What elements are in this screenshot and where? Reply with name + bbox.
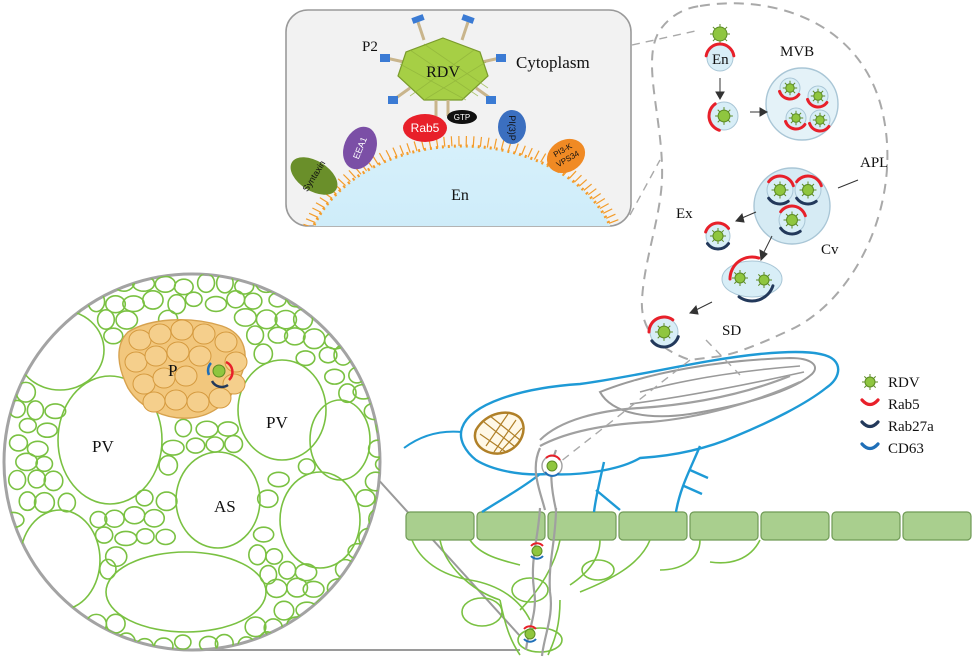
label-p2: P2	[362, 39, 378, 55]
syntaxin-protein: Syntaxin	[290, 157, 338, 195]
multivesicular-body	[765, 67, 839, 141]
insect-leg-3	[674, 445, 709, 513]
leaf-underside-cells	[411, 539, 761, 656]
label-cytoplasm: Cytoplasm	[516, 53, 590, 72]
insect-wing	[598, 356, 817, 418]
cv-vesicle	[721, 255, 783, 303]
legend-item-rab27a: Rab27a	[860, 419, 934, 435]
leaf-cross-section: P PV PV AS	[2, 272, 382, 652]
rdv-particle	[380, 14, 506, 116]
pi3k-protein: PI3-K VPS34	[546, 138, 586, 174]
label-ex: Ex	[676, 206, 693, 222]
salivary-gland	[473, 411, 525, 455]
exocytic-vesicle	[704, 221, 731, 251]
label-p: P	[168, 361, 177, 380]
endosome-membrane	[302, 144, 622, 226]
label-en-pathway: En	[712, 52, 729, 68]
pi3p-lipid: PI(3)P	[498, 110, 526, 144]
phloem-virus-marker	[206, 360, 234, 389]
insect-gut	[534, 374, 801, 511]
pathway-arrows	[689, 78, 859, 315]
legend-swatch	[860, 420, 880, 429]
legend-swatch	[860, 442, 880, 451]
virus-in-stylet-1	[530, 542, 544, 560]
insect-leg-2	[592, 461, 621, 513]
insect-body-outline	[459, 350, 840, 476]
legend-label: Rab5	[888, 397, 920, 413]
label-pv-left: PV	[92, 437, 114, 456]
pathway-balloon	[559, 2, 889, 463]
label-sd: SD	[722, 323, 741, 339]
label-rdv-inset: RDV	[426, 64, 460, 81]
label-gtp: GTP	[454, 113, 470, 122]
legend-item-rab5: Rab5	[860, 397, 920, 413]
virus-in-insect	[541, 454, 563, 477]
legend-label: RDV	[888, 375, 920, 391]
leaf-epidermis-cells	[405, 511, 972, 541]
eea1-protein: EEA1	[343, 126, 377, 170]
label-rab5-inset: Rab5	[411, 121, 440, 135]
early-endosome	[704, 24, 736, 72]
legend-swatch	[860, 398, 880, 407]
legend-label: Rab27a	[888, 419, 934, 435]
apl-compartment	[753, 167, 831, 245]
gtp-molecule: GTP	[447, 110, 477, 124]
legend-item-rdv: RDV	[862, 374, 920, 391]
label-as: AS	[214, 497, 236, 516]
insect-leg-1	[481, 473, 541, 513]
legend-label: CD63	[888, 441, 924, 457]
label-pv-right: PV	[266, 413, 288, 432]
leaf-strip	[405, 511, 972, 656]
label-en-inset: En	[451, 187, 469, 204]
label-cv: Cv	[821, 242, 839, 258]
leafhopper	[403, 350, 840, 657]
endocytosis-inset: RDV P2 Cytoplasm Rab5 GTP PI(3)P EEA1 Sy…	[285, 9, 632, 227]
phloem-region	[118, 319, 248, 419]
insect-antenna	[403, 430, 463, 449]
label-pi3p: PI(3)P	[507, 115, 517, 141]
secretory-vesicle	[647, 315, 680, 349]
vesicle-pathway	[647, 24, 839, 349]
endosome-with-virus	[707, 101, 739, 132]
label-mvb: MVB	[780, 44, 814, 60]
virus-in-stylet-2	[523, 625, 537, 643]
legend-item-cd63: CD63	[860, 441, 924, 457]
phloem-cells	[124, 319, 248, 413]
rab5-protein: Rab5	[403, 114, 447, 142]
label-apl: APL	[860, 155, 888, 171]
